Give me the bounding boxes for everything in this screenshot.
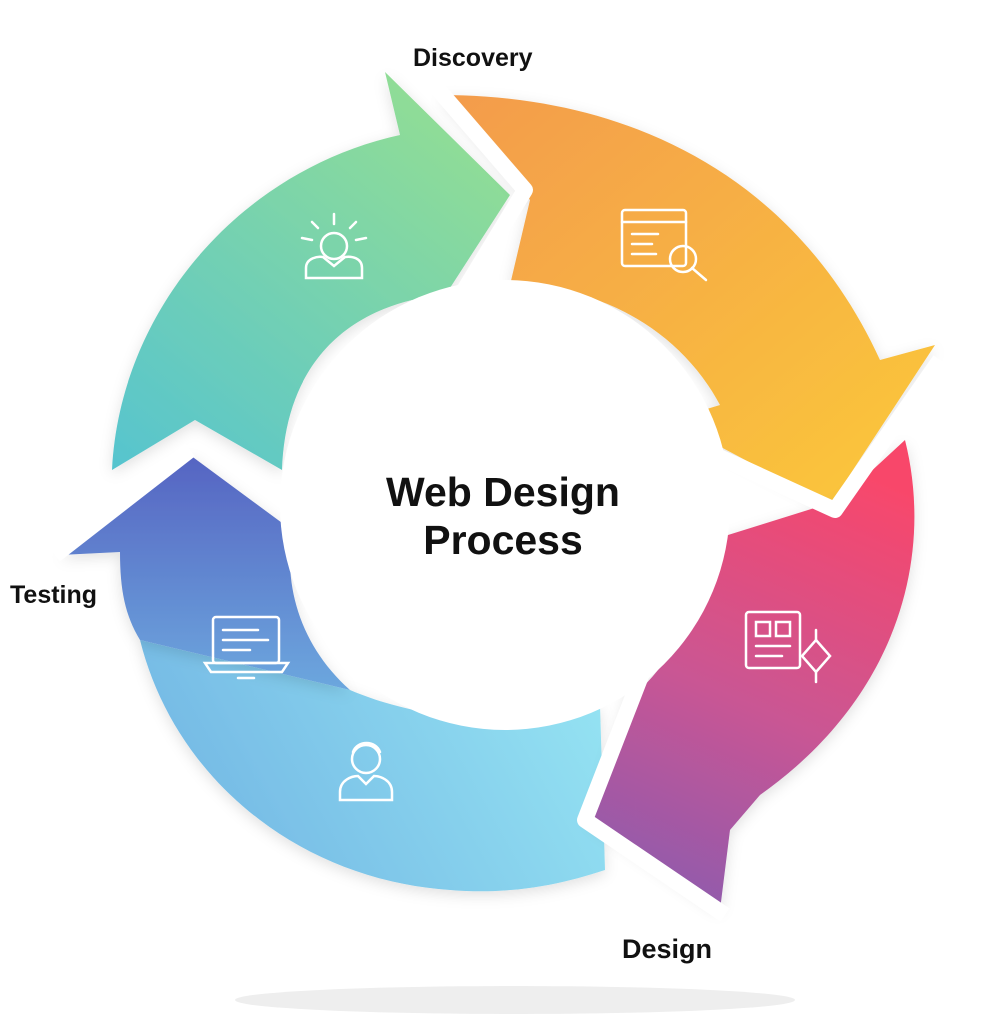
center-circle xyxy=(280,280,730,730)
diagram-title: Web Design Process xyxy=(353,468,653,564)
cycle-arrow-discovery xyxy=(440,95,935,505)
cycle-arrow-testing xyxy=(60,455,350,690)
diagram-title-line2: Process xyxy=(423,517,583,563)
stage-label-design: Design xyxy=(622,934,713,964)
idea-person-icon xyxy=(300,212,368,280)
cycle-arrow-development xyxy=(140,640,605,892)
user-icon xyxy=(338,741,394,802)
diagram-title-line1: Web Design xyxy=(386,469,620,515)
browser-search-icon xyxy=(620,208,708,282)
stage-label-discovery: Discovery xyxy=(413,44,533,72)
stage-label-testing: Testing xyxy=(10,581,98,609)
laptop-code-icon xyxy=(202,615,291,680)
layout-design-icon xyxy=(744,610,832,684)
cycle-arrow-design xyxy=(590,440,915,910)
cycle-arrow-ideation xyxy=(112,72,510,470)
ground-shadow xyxy=(235,986,795,1014)
